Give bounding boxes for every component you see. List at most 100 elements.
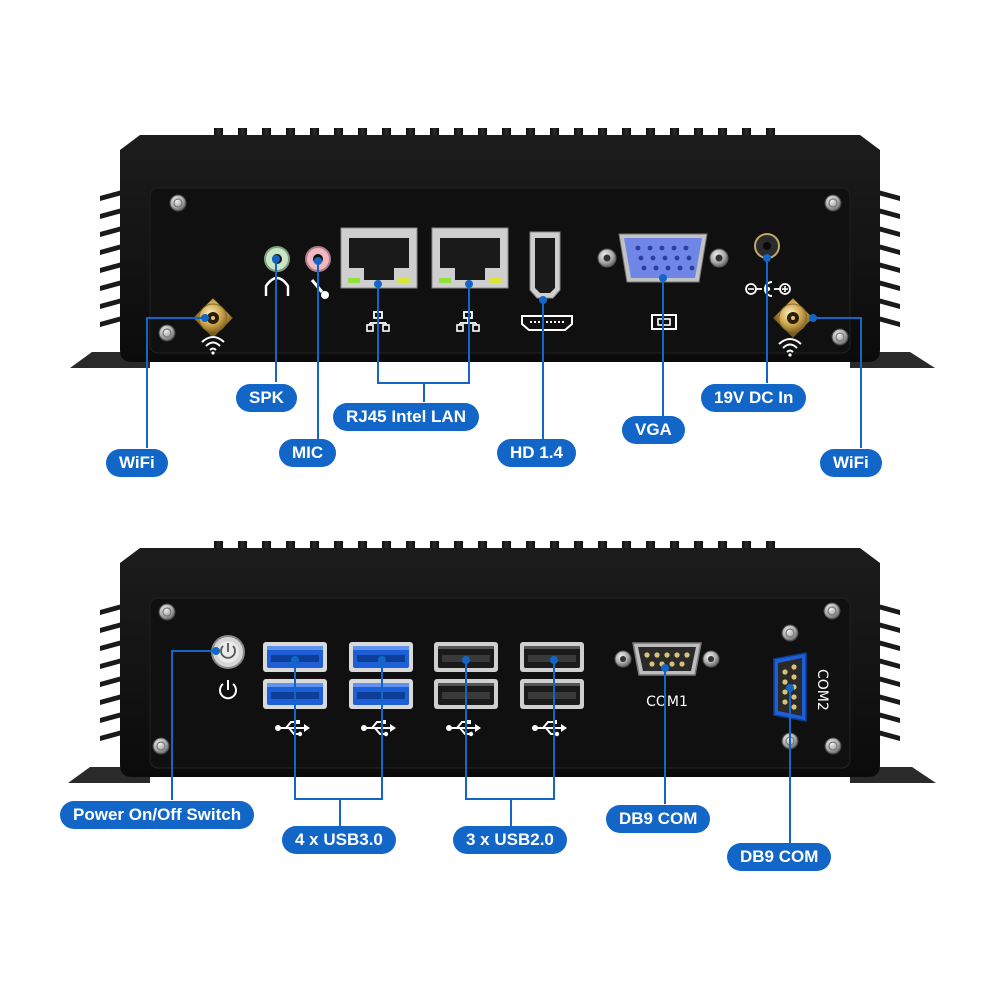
heatsink-fin (574, 541, 583, 553)
rj45-port-1 (340, 227, 418, 289)
heatsink-fin (382, 128, 391, 140)
heatsink-fin (878, 190, 900, 201)
heatsink-fin (454, 128, 463, 140)
usb2-port (520, 679, 584, 709)
heatsink-fin (878, 676, 900, 687)
heatsink-fin (238, 541, 247, 553)
screw (824, 737, 842, 755)
rj45-port-2 (431, 227, 509, 289)
heatsink-fin (100, 208, 122, 219)
heatsink-fin (100, 604, 122, 615)
heatsink-fin (382, 541, 391, 553)
heatsink-fin (430, 128, 439, 140)
heatsink-fin (286, 128, 295, 140)
heatsink-fin (454, 541, 463, 553)
wifi-antenna-left (193, 298, 233, 338)
heatsink-fin (878, 316, 900, 327)
power-icon (219, 680, 237, 700)
heatsink-fin (878, 640, 900, 651)
heatsink-fin (262, 541, 271, 553)
heatsink-fin (766, 541, 775, 553)
hdmi-port (521, 231, 573, 331)
heatsink-fin (694, 128, 703, 140)
leader-lines-top (146, 254, 862, 448)
heatsink-fin (878, 298, 900, 309)
heatsink-fin (406, 128, 415, 140)
heatsink-fin (100, 658, 122, 669)
heatsink-fin (100, 280, 122, 291)
com2-label: COM2 (814, 669, 830, 711)
heatsink-fin (286, 541, 295, 553)
heatsink-fin (670, 541, 679, 553)
vga-port (597, 233, 729, 330)
callout-dc-in: 19V DC In (701, 384, 807, 412)
heatsink-fin (406, 541, 415, 553)
callout-wifi-left: WiFi (106, 449, 168, 477)
heatsink-fin (310, 541, 319, 553)
heatsink-fin (262, 128, 271, 140)
screw (824, 194, 842, 212)
heatsink-fin (878, 226, 900, 237)
heatsink-fin (334, 128, 343, 140)
heatsink-fin (766, 128, 775, 140)
callout-mic: MIC (279, 439, 337, 467)
heatsink-fin (622, 541, 631, 553)
heatsink-fins-top (214, 128, 775, 140)
heatsink-fin (478, 541, 487, 553)
heatsink-fin (622, 128, 631, 140)
callout-power-switch: Power On/Off Switch (60, 801, 255, 829)
heatsink-fin (694, 541, 703, 553)
heatsink-fin (878, 604, 900, 615)
heatsink-fin (878, 262, 900, 273)
heatsink-fin (100, 712, 122, 723)
top-panel (70, 128, 935, 448)
heatsink-fin (214, 541, 223, 553)
screw (152, 737, 170, 755)
callout-rj45: RJ45 Intel LAN (333, 403, 479, 431)
callout-usb3: 4 x USB3.0 (282, 826, 396, 854)
heatsink-fin (878, 280, 900, 291)
leader-lines-bottom (171, 647, 794, 843)
callout-usb2: 3 x USB2.0 (453, 826, 567, 854)
heatsink-fin (526, 128, 535, 140)
heatsink-fin (878, 208, 900, 219)
screw (158, 324, 176, 342)
heatsink-fin (310, 128, 319, 140)
heatsink-fin (502, 128, 511, 140)
bottom-panel: COM1 COM2 (68, 541, 936, 843)
heatsink-fin (334, 541, 343, 553)
callout-wifi-right: WiFi (820, 449, 882, 477)
screw (158, 603, 176, 621)
heatsink-fin (742, 541, 751, 553)
heatsink-fin (430, 541, 439, 553)
heatsink-fin (100, 694, 122, 705)
heatsink-fin (878, 622, 900, 633)
com1-label: COM1 (646, 694, 688, 710)
screw (781, 624, 799, 642)
heatsink-fin (502, 541, 511, 553)
callout-spk: SPK (236, 384, 297, 412)
heatsink-fin (718, 541, 727, 553)
heatsink-fin (878, 694, 900, 705)
heatsink-fin (100, 298, 122, 309)
heatsink-fin (878, 244, 900, 255)
heatsink-fin (550, 128, 559, 140)
heatsink-fin (100, 676, 122, 687)
callout-db9-com1: DB9 COM (606, 805, 711, 833)
heatsink-fin (100, 316, 122, 327)
screw (169, 194, 187, 212)
heatsink-fins-side (100, 190, 900, 327)
heatsink-fin (100, 190, 122, 201)
heatsink-fins-top (214, 541, 775, 553)
heatsink-fins-side (100, 604, 900, 741)
heatsink-fin (478, 128, 487, 140)
heatsink-fin (646, 541, 655, 553)
heatsink-fin (100, 622, 122, 633)
heatsink-fin (718, 128, 727, 140)
heatsink-fin (358, 128, 367, 140)
heatsink-fin (526, 541, 535, 553)
heatsink-fin (742, 128, 751, 140)
heatsink-fin (550, 541, 559, 553)
